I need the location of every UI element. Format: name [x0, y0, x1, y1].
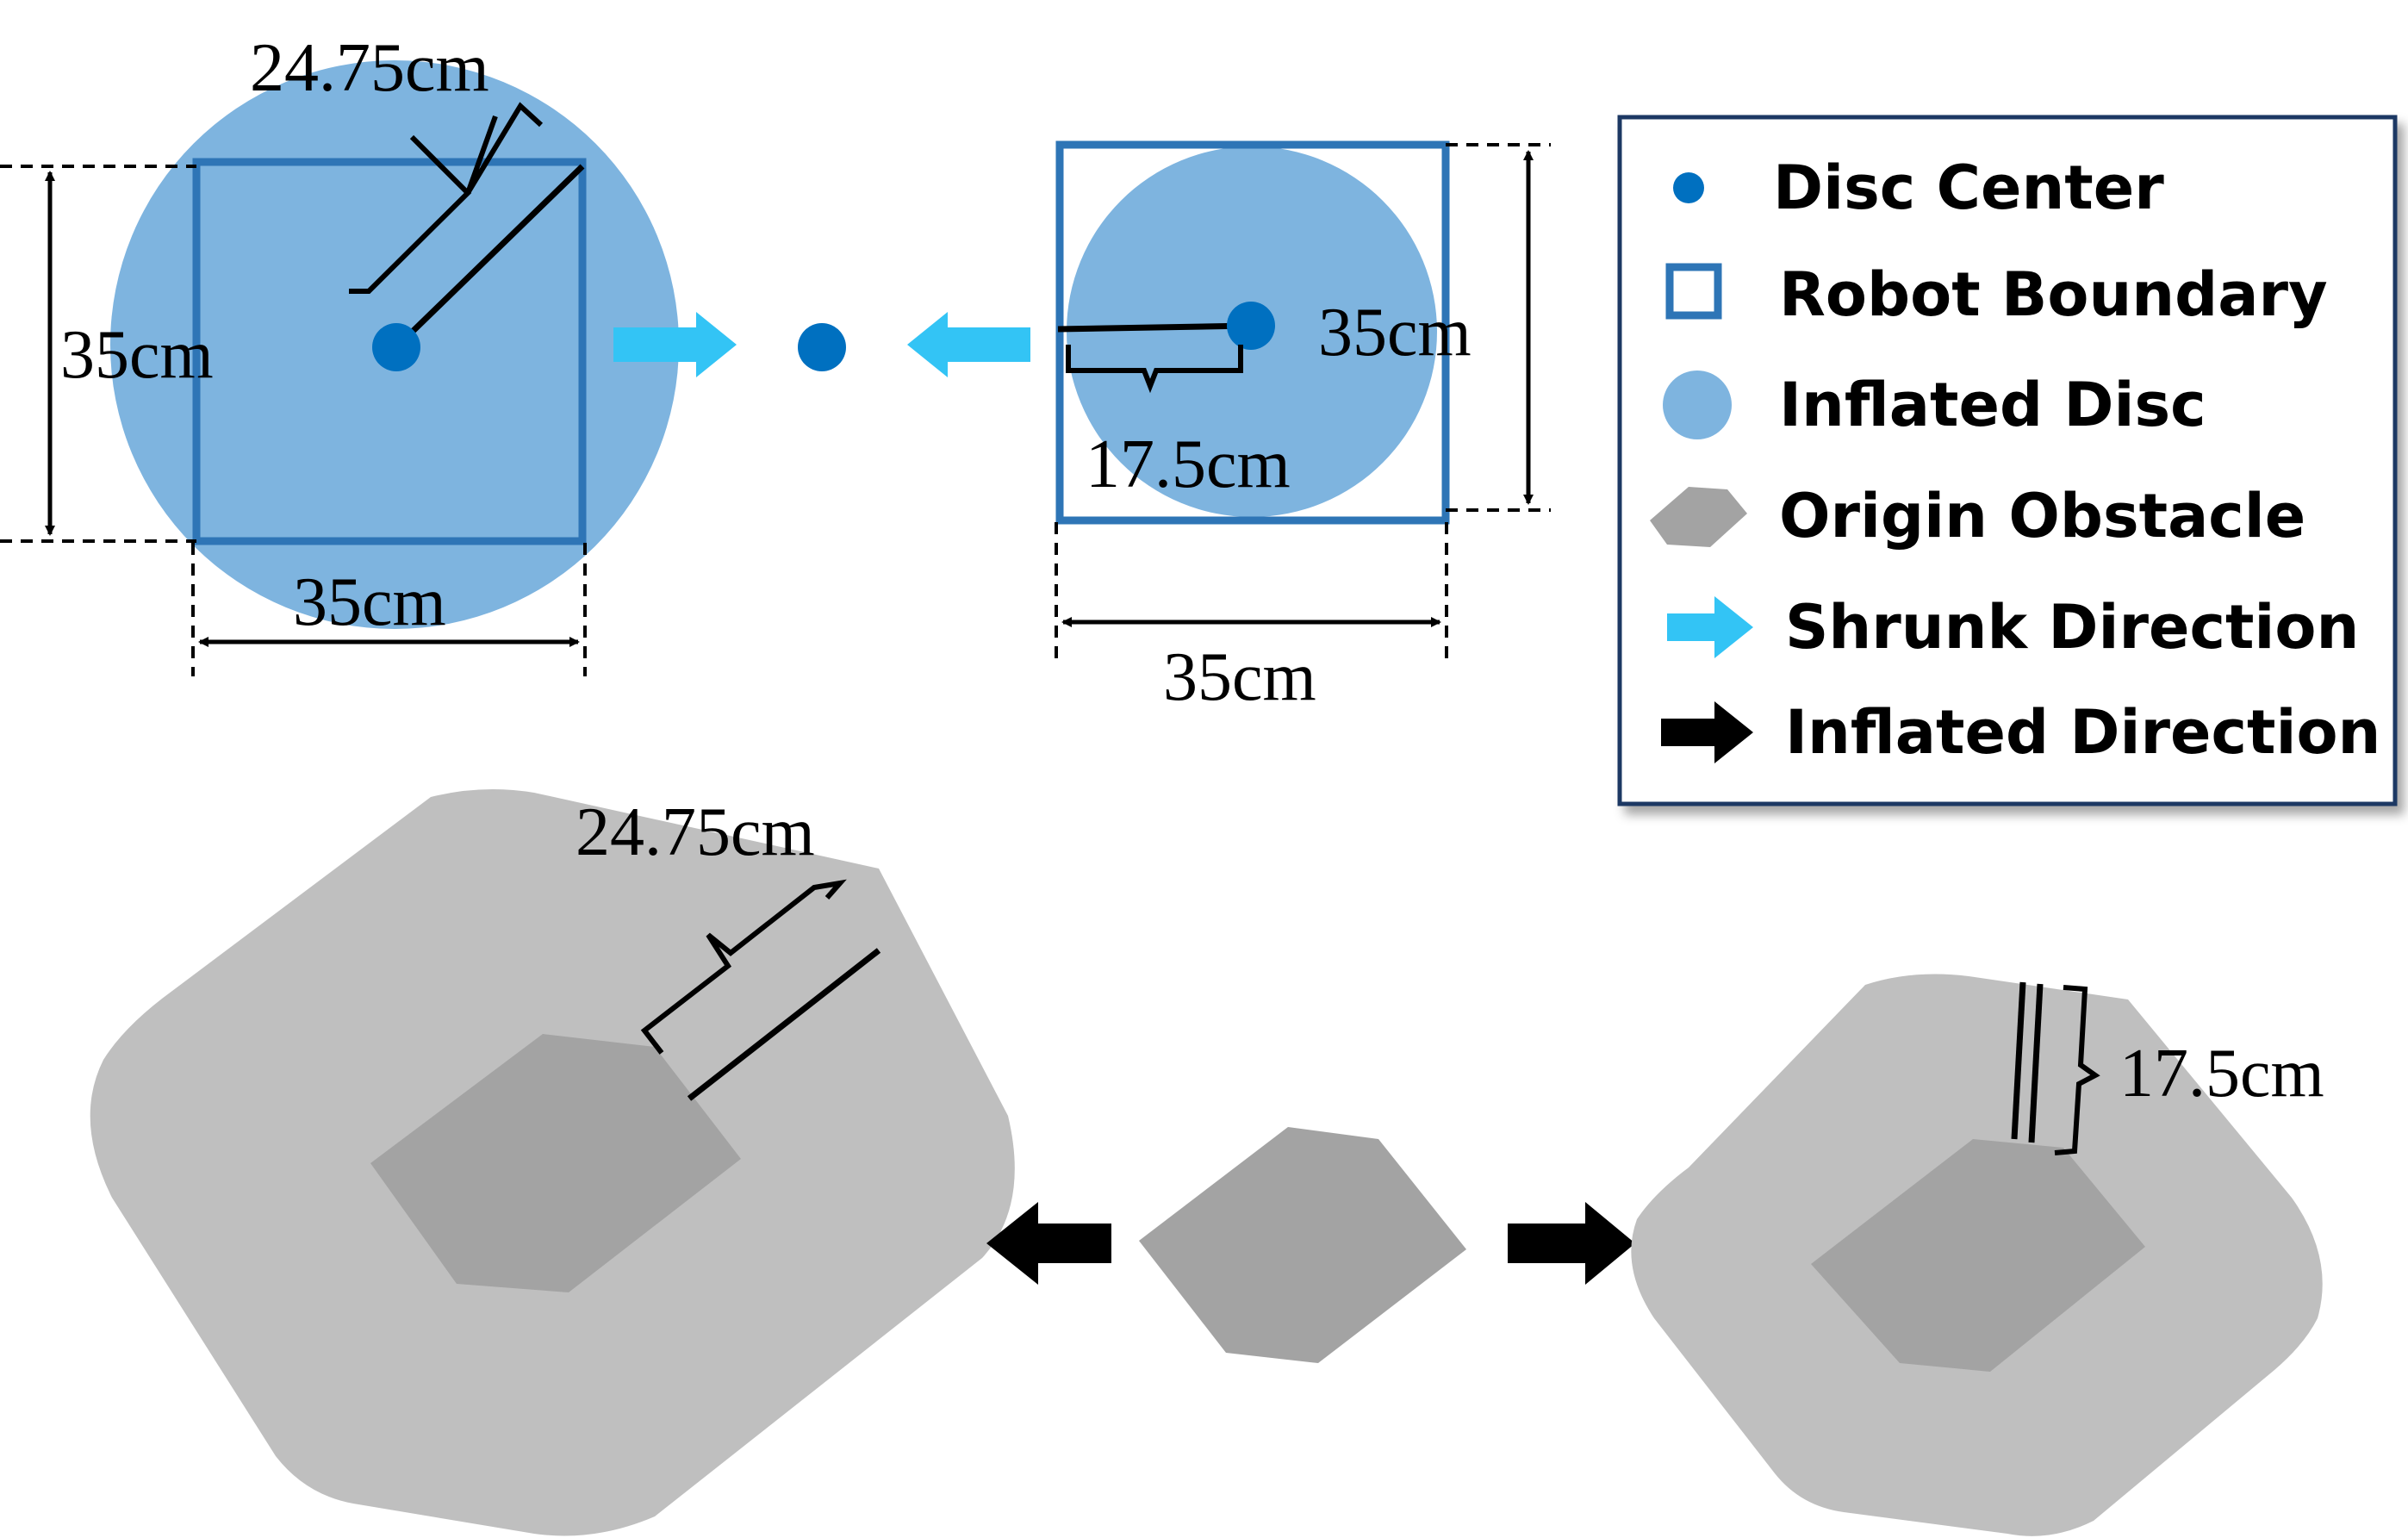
right-origin-obstacle	[1811, 1139, 2145, 1372]
left-disc-group: 24.75cm 35cm 35cm	[0, 30, 679, 676]
right-radius-label: 17.5cm	[1086, 427, 1291, 502]
shrunk-arrow-left	[907, 312, 1030, 377]
left-disc-center	[372, 323, 420, 371]
left-obstacle-offset-label: 24.75cm	[576, 794, 815, 870]
robot-boundary-square-icon	[1665, 263, 1722, 320]
left-obstacle-offset-line	[687, 948, 881, 1101]
right-obstacle-line-a	[2011, 981, 2026, 1140]
shrunk-transition	[613, 312, 1030, 377]
right-radius-brace	[1066, 345, 1243, 394]
right-width-label: 35cm	[1163, 639, 1316, 715]
right-radius-line	[1057, 322, 1252, 333]
right-disc-center	[1227, 302, 1275, 350]
inflated-direction-arrow-icon	[1661, 701, 1753, 763]
middle-disc-center	[798, 323, 846, 371]
right-height-label: 35cm	[1318, 295, 1472, 370]
middle-origin-obstacle	[1139, 1127, 1466, 1363]
inflated-arrow-right	[1508, 1202, 1635, 1285]
legend-box	[1617, 115, 2398, 806]
right-obstacle-group: 17.5cm	[1631, 974, 2324, 1536]
legend-label-disc-center: Disc Center	[1773, 153, 2164, 223]
inflated-arrow-left	[986, 1202, 1111, 1285]
left-radius-brace	[349, 102, 544, 294]
left-origin-obstacle	[370, 1034, 741, 1292]
shrunk-direction-arrow-icon	[1667, 596, 1753, 658]
right-disc-group: 17.5cm 35cm 35cm	[1055, 140, 1551, 715]
legend-label-robot-boundary: Robot Boundary	[1779, 259, 2328, 330]
right-robot-boundary	[1055, 140, 1450, 525]
origin-obstacle-hexagon-icon	[1650, 487, 1747, 547]
legend-label-origin-obstacle: Origin Obstacle	[1779, 481, 2305, 551]
left-robot-boundary	[192, 158, 587, 545]
left-radius-line	[394, 164, 585, 350]
left-height-label: 35cm	[60, 317, 214, 393]
left-width-label: 35cm	[293, 564, 446, 640]
inflated-disc-circle-icon	[1663, 370, 1732, 439]
legend-label-shrunk-direction: Shrunk Direction	[1785, 592, 2359, 663]
left-obstacle-group: 24.75cm	[90, 789, 1015, 1536]
left-obstacle-brace	[640, 879, 847, 1055]
right-obstacle-brace	[2054, 985, 2100, 1155]
inflated-transition	[986, 1127, 1635, 1363]
left-radius-label: 24.75cm	[250, 30, 489, 106]
disc-center-dot-icon	[1673, 172, 1704, 203]
legend-label-inflated-disc: Inflated Disc	[1779, 370, 2206, 440]
legend-label-inflated-direction: Inflated Direction	[1785, 697, 2380, 768]
right-obstacle-offset-label: 17.5cm	[2119, 1036, 2324, 1111]
right-obstacle-line-b	[2028, 983, 2044, 1143]
shrunk-arrow-right	[613, 312, 737, 377]
legend: Disc Center Robot Boundary Inflated Disc…	[1617, 115, 2398, 806]
